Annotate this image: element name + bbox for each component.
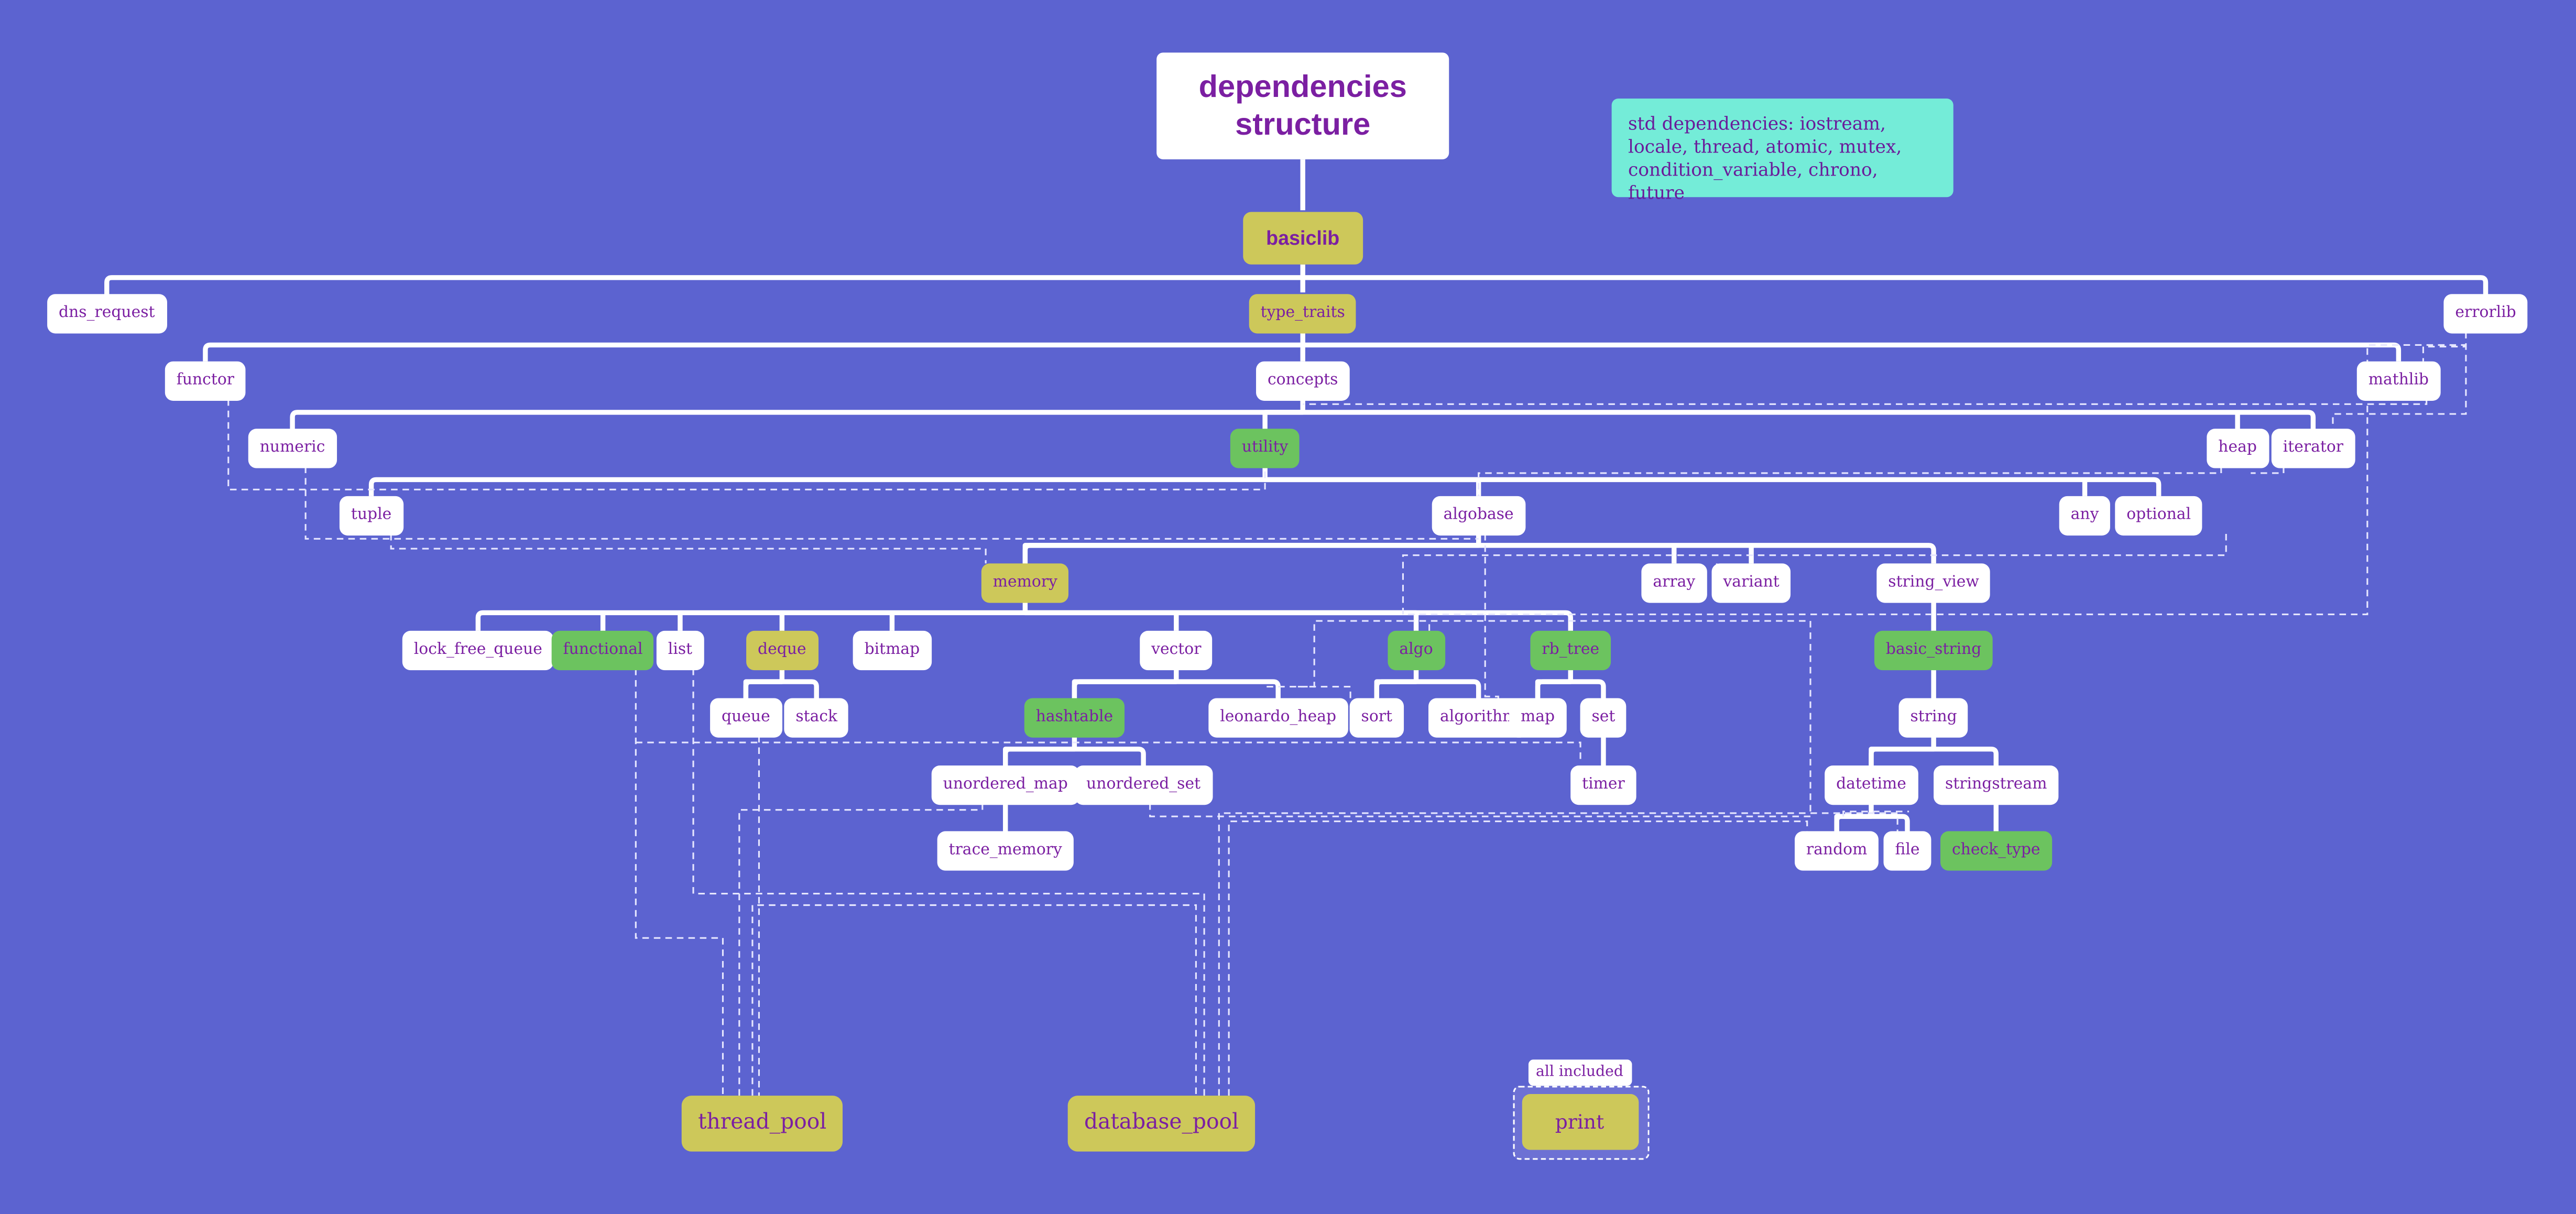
module-variant[interactable]: variant <box>1711 563 1791 603</box>
module-hashtable[interactable]: hashtable <box>1024 698 1125 738</box>
module-mathlib[interactable]: mathlib <box>2356 361 2440 401</box>
module-numeric[interactable]: numeric <box>248 429 337 468</box>
module-random[interactable]: random <box>1794 831 1879 871</box>
module-rb-tree[interactable]: rb_tree <box>1530 630 1611 671</box>
module-concepts[interactable]: concepts <box>1256 361 1350 401</box>
module-string[interactable]: string <box>1898 698 1969 738</box>
diagram-title: dependencies structure <box>1156 52 1449 160</box>
module-type-traits[interactable]: type_traits <box>1249 294 1357 334</box>
module-basiclib[interactable]: basiclib <box>1243 212 1363 265</box>
module-deque[interactable]: deque <box>746 630 818 671</box>
module-heap[interactable]: heap <box>2207 429 2268 468</box>
cross-links <box>227 332 2467 1130</box>
module-errorlib[interactable]: errorlib <box>2443 294 2528 334</box>
module-bitmap[interactable]: bitmap <box>853 630 932 671</box>
all-included-label: all included <box>1527 1059 1632 1086</box>
std-dependencies-note: std dependencies: iostream, locale, thre… <box>1611 99 1953 204</box>
module-algo[interactable]: algo <box>1388 630 1445 671</box>
module-database-pool[interactable]: database_pool <box>1067 1096 1256 1152</box>
module-tuple[interactable]: tuple <box>339 496 403 536</box>
module-utility[interactable]: utility <box>1230 429 1300 468</box>
module-stack[interactable]: stack <box>784 698 849 738</box>
module-file[interactable]: file <box>1883 831 1931 871</box>
module-timer[interactable]: timer <box>1570 765 1636 805</box>
module-basic-string[interactable]: basic_string <box>1874 630 1993 671</box>
module-trace-memory[interactable]: trace_memory <box>937 831 1074 871</box>
module-check-type[interactable]: check_type <box>1940 831 2052 871</box>
module-thread-pool[interactable]: thread_pool <box>681 1096 843 1152</box>
module-algobase[interactable]: algobase <box>1432 496 1525 536</box>
module-print[interactable]: print <box>1521 1094 1638 1150</box>
module-dns-request[interactable]: dns_request <box>47 294 167 334</box>
module-any[interactable]: any <box>2059 496 2111 536</box>
module-map[interactable]: map <box>1509 698 1567 738</box>
module-list[interactable]: list <box>656 630 704 671</box>
module-optional[interactable]: optional <box>2115 496 2203 536</box>
module-unordered-set[interactable]: unordered_set <box>1075 765 1213 805</box>
module-queue[interactable]: queue <box>710 698 782 738</box>
module-functional[interactable]: functional <box>551 630 654 671</box>
module-array[interactable]: array <box>1641 563 1707 603</box>
module-set[interactable]: set <box>1580 698 1627 738</box>
module-lock-free-queue[interactable]: lock_free_queue <box>402 630 554 671</box>
module-leonardo-heap[interactable]: leonardo_heap <box>1208 698 1348 738</box>
module-memory[interactable]: memory <box>981 563 1069 603</box>
module-functor[interactable]: functor <box>165 361 246 401</box>
module-datetime[interactable]: datetime <box>1825 765 1918 805</box>
module-string-view[interactable]: string_view <box>1876 563 1991 603</box>
module-iterator[interactable]: iterator <box>2271 429 2355 468</box>
module-stringstream[interactable]: stringstream <box>1934 765 2059 805</box>
module-unordered-map[interactable]: unordered_map <box>931 765 1079 805</box>
module-vector[interactable]: vector <box>1140 630 1213 671</box>
module-sort[interactable]: sort <box>1349 698 1404 738</box>
